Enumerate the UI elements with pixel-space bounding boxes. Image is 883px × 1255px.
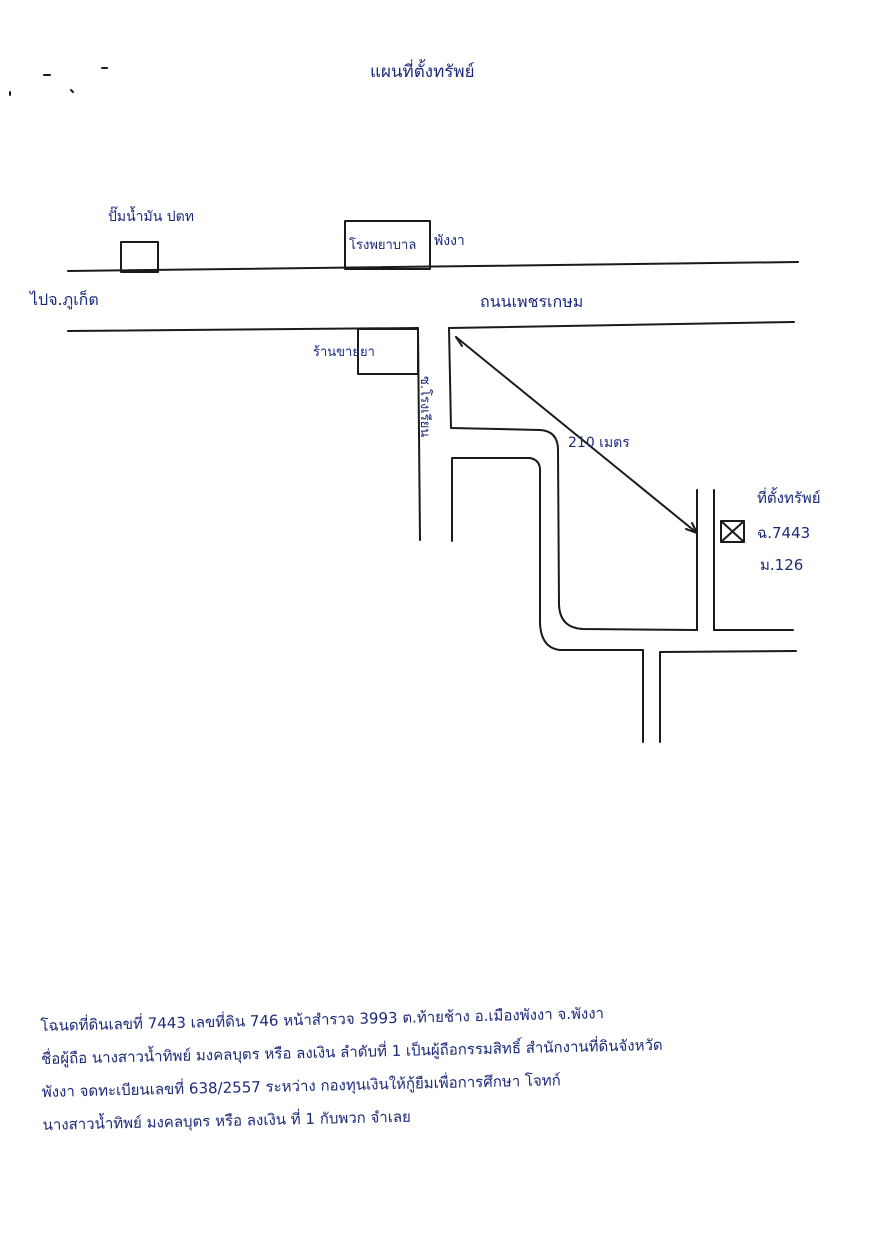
gas-station-label: ปั๊มน้ำมัน ปตท	[108, 209, 195, 225]
distance-label: 210 เมตร	[568, 435, 630, 451]
property-label: ที่ตั้งทรัพย์	[757, 489, 821, 507]
main-road-bottom-edge-right	[448, 321, 795, 329]
property-description: โฉนดที่ดินเลขที่ 7443 เลขที่ดิน 746 หน้า…	[40, 992, 843, 1142]
to-phuket-label: ไปจ.ภูเก็ต	[30, 290, 99, 309]
distance-arrowhead	[685, 528, 698, 534]
distance-line	[455, 336, 698, 534]
distance-arrowhead	[691, 522, 698, 534]
distance-arrow-tail	[455, 336, 463, 347]
village-number-label: ม.126	[760, 556, 804, 574]
stray-mark	[70, 89, 74, 93]
hospital-box	[344, 220, 431, 270]
hospital-label: โรงพยาบาล	[349, 238, 417, 253]
gas-station-box	[120, 241, 159, 273]
side-road-right-edge	[448, 327, 698, 631]
main-road-label: ถนนเพชรเกษม	[480, 292, 584, 311]
side-road-label: ซ.โรงเรียน	[417, 376, 432, 438]
pharmacy-label: ร้านขายยา	[313, 345, 375, 360]
side-road-lower-edge	[451, 457, 644, 651]
side-road-left-edge	[417, 328, 421, 541]
property-marker-cross	[720, 520, 745, 543]
map-title: แผนที่ตั้งทรัพย์	[370, 62, 475, 82]
property-marker	[720, 520, 745, 543]
main-road-top-edge	[67, 261, 799, 272]
deed-number-label: ฉ.7443	[757, 524, 811, 542]
lane-right-bottom	[659, 650, 797, 653]
hospital-suffix-label: พังงา	[434, 233, 465, 249]
